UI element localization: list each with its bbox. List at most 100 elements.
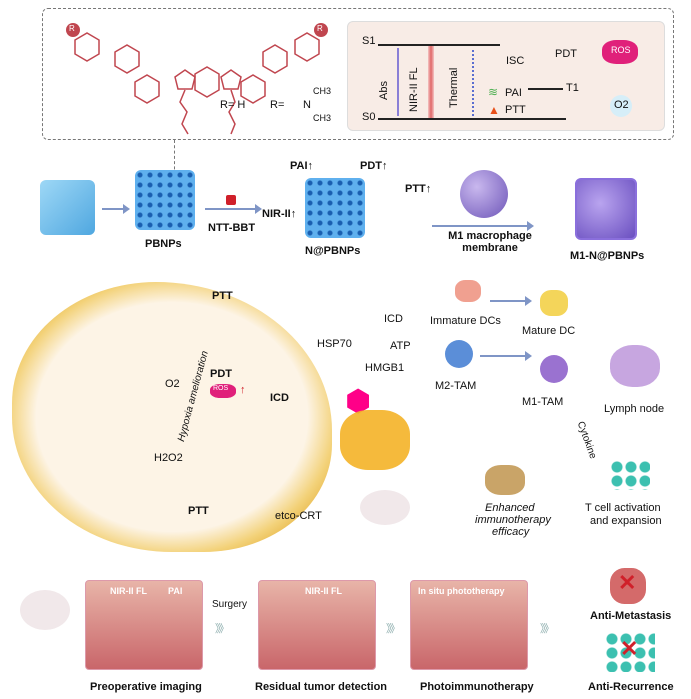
n-atom: N: [303, 99, 311, 111]
h2o2-label: H2O2: [154, 452, 183, 464]
mature-dc-icon: [540, 290, 568, 316]
ptt-bottom-label: PTT: [188, 505, 209, 517]
immature-dcs-label: Immature DCs: [430, 315, 501, 327]
icd-label-2: ICD: [384, 313, 403, 325]
m1-tam-label: M1-TAM: [522, 396, 564, 408]
sound-wave-icon: ≋: [488, 85, 499, 99]
ros-burst-icon: [602, 40, 638, 64]
mouse-icon: [360, 490, 410, 525]
ros-icon: [210, 384, 236, 398]
photoimmuno-label: Photoimmunotherapy: [420, 681, 534, 693]
fl-band: [428, 46, 434, 118]
chevrons-icon: 》》: [540, 623, 554, 635]
arrow: [102, 204, 130, 214]
ntt-bbt-molecule-icon: [226, 195, 236, 205]
flame-icon: ▲: [488, 103, 500, 117]
abs-label: Abs: [378, 81, 390, 100]
ntt-bbt-structure: [66, 23, 328, 135]
arrow: [480, 351, 532, 361]
residual-label: Residual tumor detection: [255, 681, 388, 693]
ntt-bbt-label: NTT-BBT: [208, 222, 256, 234]
pai-up-label: PAI↑: [290, 160, 314, 172]
macrophage-membrane-sphere: [460, 170, 508, 218]
residual-tumor-panel: [258, 580, 376, 670]
s1-label: S1: [362, 35, 376, 47]
o2-label: O2: [165, 378, 180, 390]
n-pbnps-cube: [305, 178, 365, 238]
pdt-up-label: PDT↑: [360, 160, 388, 172]
cells-icon: [605, 632, 655, 672]
s0-level: [378, 118, 566, 120]
s1-level: [378, 44, 500, 46]
t-cells-icon: [610, 460, 650, 490]
cytokine-label: Cytokine: [574, 420, 599, 461]
pbnps-label: PBNPs: [145, 238, 182, 250]
m2-tam-icon: [445, 340, 473, 368]
abs-arrow: [397, 48, 399, 116]
cross-icon-2: ✕: [620, 636, 639, 661]
prussian-blue-cube: [40, 180, 95, 235]
mouse-icon: [20, 590, 70, 630]
m1-n-pbnps-cube: [575, 178, 637, 240]
etco-crt-label: etco-CRT: [275, 510, 322, 522]
dead-tumor-debris: [485, 465, 525, 495]
t1-label: T1: [566, 82, 579, 94]
enhanced-label-3: efficacy: [492, 526, 530, 538]
up-arrow-icon: ↑: [240, 384, 246, 396]
r-option-nme2: R=: [270, 99, 285, 111]
r-group-right: [314, 23, 328, 37]
tumor-mass: [340, 410, 410, 470]
mature-dc-label: Mature DC: [522, 325, 576, 337]
r-option-h: R= H: [220, 99, 246, 111]
m1-n-pbnps-label: M1-N@PBNPs: [570, 250, 645, 262]
nir-up-label: NIR-II↑: [262, 208, 297, 220]
n-pbnps-label: N@PBNPs: [305, 245, 361, 257]
nir-fl-label: NIR-II FL: [110, 586, 147, 596]
ptt-label: PTT: [505, 104, 526, 116]
membrane-text: M1 macrophage membrane: [448, 230, 532, 254]
pai-label: PAI: [505, 87, 522, 99]
pdt-label: PDT: [210, 368, 232, 380]
methyl-bottom: CH3: [313, 113, 332, 123]
molecule-box: [42, 8, 674, 140]
phototherapy-panel: [410, 580, 528, 670]
icd-label: ICD: [270, 392, 289, 404]
atp-label: ATP: [390, 340, 411, 352]
t1-level: [528, 88, 563, 90]
pai-label: PAI: [168, 586, 183, 596]
fl-label: NIR-II FL: [408, 67, 420, 112]
ros-small-label: ROS: [213, 385, 229, 392]
nir-fl-label-2: NIR-II FL: [305, 586, 342, 596]
preop-imaging-panel: [85, 580, 203, 670]
pbnps-cube: [135, 170, 195, 230]
enhanced-label: Enhanced: [485, 502, 535, 514]
hmgb1-label: HMGB1: [365, 362, 405, 374]
chevrons-icon: 》》: [215, 623, 229, 635]
o2-label: O2: [614, 99, 629, 111]
connector-line: [174, 140, 175, 180]
chevrons-icon: 》》: [386, 623, 400, 635]
t-cell-label-2: and expansion: [590, 515, 662, 527]
lymph-node-icon: [610, 345, 660, 387]
surgery-label: Surgery: [212, 599, 248, 610]
arrow: [490, 296, 532, 306]
membrane-label: M1 macrophage membrane: [445, 230, 535, 254]
s0-label: S0: [362, 111, 376, 123]
anti-metastasis-label: Anti-Metastasis: [590, 610, 672, 622]
isc-label: ISC: [506, 55, 525, 67]
tumor-cell: [12, 282, 332, 552]
thermal-arrow: [472, 50, 474, 116]
preop-label: Preoperative imaging: [90, 681, 202, 693]
r-label-right: R: [317, 24, 323, 33]
ptt-up-label: PTT↑: [405, 183, 432, 195]
pdt-label: PDT: [555, 48, 577, 60]
thermal-label: Thermal: [448, 67, 460, 108]
arrow: [432, 221, 534, 231]
enhanced-label-2: immunotherapy: [475, 514, 551, 526]
r-group-left: [66, 23, 80, 37]
arrow: [205, 204, 262, 214]
immature-dc-icon: [455, 280, 481, 302]
o2-bubble-icon: [610, 95, 632, 117]
lungs-icon: [610, 568, 646, 604]
in-situ-label: In situ phototherapy: [418, 586, 505, 596]
